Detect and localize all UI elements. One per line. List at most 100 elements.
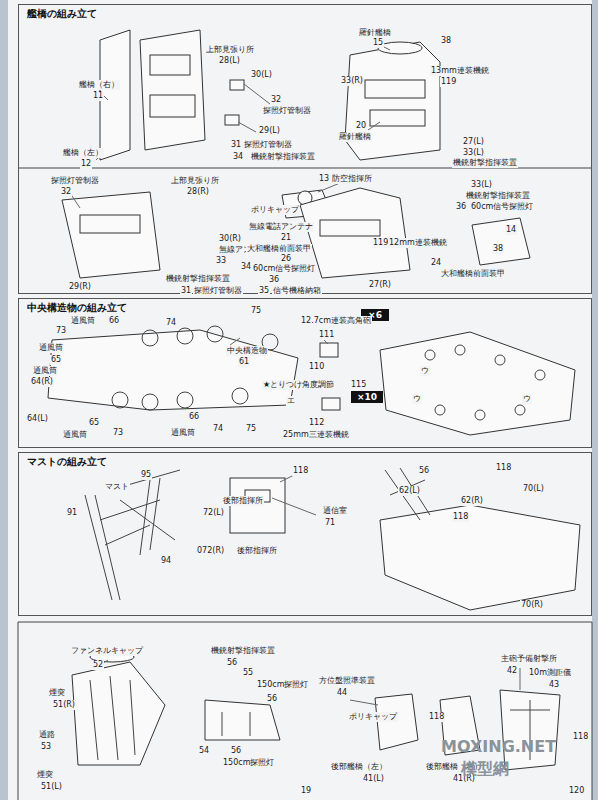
part <box>230 80 244 90</box>
callout-label: 64(R) <box>30 377 54 387</box>
callout-label: 28(R) <box>186 187 210 197</box>
callout-label: 71 <box>324 518 336 528</box>
bridge-deck <box>150 55 190 75</box>
bridge-side-right <box>100 30 130 160</box>
callout-label: 42 <box>506 666 518 676</box>
callout-label: 33(L) <box>462 148 485 158</box>
callout-label: 羅針艦橋 <box>358 28 392 38</box>
vent-caps <box>112 326 545 420</box>
callout-label: 上部見張り所 <box>205 45 255 55</box>
section-heading: マストの組み立て <box>25 455 109 469</box>
callout-label: 150cm探照灯 <box>256 680 309 690</box>
callout-label: 38 <box>440 36 452 46</box>
callout-label: 27(L) <box>462 137 485 147</box>
callout-label: 38 <box>492 244 504 254</box>
callout-label: 探照灯管制器 <box>243 140 293 150</box>
central-structure-assembled <box>380 332 575 435</box>
callout-label: 56 <box>418 466 430 476</box>
callout-label: 大和艦橋前面装甲 <box>246 244 312 254</box>
callout-label: 41(L) <box>362 774 385 784</box>
callout-label: 74 <box>212 424 224 434</box>
callout-label: 74 <box>165 318 177 328</box>
bridge-deck <box>80 215 140 233</box>
callout-label: 方位盤照準装置 <box>318 676 376 686</box>
callout-label: 60cm信号探照灯 <box>470 202 534 212</box>
callout-label: 21 <box>280 233 292 243</box>
callout-label: 73 <box>55 326 67 336</box>
bridge-left <box>62 192 160 278</box>
section-heading: 中央構造物の組み立て <box>25 301 129 315</box>
bridge-assembled <box>300 188 410 278</box>
part <box>225 115 239 125</box>
callout-label: 34 <box>232 152 244 162</box>
callout-label: 111 <box>318 330 335 340</box>
callout-label: 118 <box>572 732 589 742</box>
count-badge: ×10 <box>351 391 383 403</box>
callout-label: 13mm連装機銃 <box>430 66 490 76</box>
callout-label: 95 <box>140 470 152 480</box>
callout-label: 36 <box>268 275 280 285</box>
callout-label: ★とりつけ角度調節 <box>262 380 335 390</box>
callout-label: 無線電話アンテナ <box>248 222 314 232</box>
callout-label: 探照灯管制器 <box>50 176 100 186</box>
callout-label: 30(L) <box>250 70 273 80</box>
callout-label: 後部指揮所 <box>222 496 264 506</box>
callout-label: 19 <box>300 786 312 796</box>
callout-label: ウ <box>412 394 422 404</box>
callout-label: 通風筒 <box>62 430 88 440</box>
callout-label: 30(R) <box>218 234 242 244</box>
callout-label: 73 <box>112 428 124 438</box>
callout-label: 主砲予備射撃所 <box>500 654 558 664</box>
callout-label: 118 <box>428 712 445 722</box>
callout-label: 29(R) <box>68 282 92 292</box>
callout-label: 66 <box>188 412 200 422</box>
callout-label: 12mm連装機銃 <box>388 238 448 248</box>
callout-label: 機銃射撃指揮装置 <box>465 191 531 201</box>
callout-label: 20 <box>355 121 367 131</box>
callout-label: 通風筒 <box>170 428 196 438</box>
callout-label: 33(R) <box>340 76 364 86</box>
callout-label: 上部見張り所 <box>170 176 220 186</box>
funnel <box>72 662 165 765</box>
callout-label: 62(R) <box>460 496 484 506</box>
callout-label: 43 <box>548 680 560 690</box>
callout-label: 14 <box>505 225 517 235</box>
callout-label: 煙突 <box>36 770 54 780</box>
callout-label: 66 <box>108 316 120 326</box>
callout-label: 機銃射撃指揮装置 <box>452 158 518 168</box>
callout-label: 54 <box>198 746 210 756</box>
callout-label: 61 <box>238 357 250 367</box>
callout-label: 艦橋（右） <box>78 80 120 90</box>
callout-label: 10m測距儀 <box>528 668 572 678</box>
callout-label: 25mm三連装機銃 <box>282 430 350 440</box>
callout-label: 118 <box>452 512 469 522</box>
main-gun-director <box>500 690 560 770</box>
callout-label: ポリキャップ <box>348 712 398 722</box>
bridge-assembled <box>345 42 440 160</box>
callout-label: 煙突 <box>48 688 66 698</box>
callout-label: 通風筒 <box>38 343 64 353</box>
callout-label: 119 <box>372 238 389 248</box>
callout-label: 11 <box>92 91 104 101</box>
callout-label: 15 <box>372 38 384 48</box>
callout-label: マスト <box>104 482 130 492</box>
gun-mount <box>320 343 338 357</box>
bridge-core <box>140 30 205 150</box>
searchlight-platform <box>205 700 280 740</box>
callout-label: 56 <box>266 694 278 704</box>
callout-label: 32 <box>270 95 282 105</box>
callout-label: 112 <box>308 418 325 428</box>
front-armor <box>472 218 530 265</box>
watermark: 模型網 <box>460 760 510 778</box>
callout-label: 70(R) <box>520 600 544 610</box>
section-heading: 艦橋の組み立て <box>25 7 99 21</box>
callout-label: 12 <box>80 159 92 169</box>
callout-label: 34 <box>240 262 252 272</box>
callout-label: エ <box>286 396 296 406</box>
callout-label: 56 <box>226 658 238 668</box>
callout-label: ウ <box>522 394 532 404</box>
callout-label: 60cm信号探照灯 <box>252 264 316 274</box>
assembly-panel: マストの組み立て <box>18 452 592 616</box>
callout-label: 中央構造物 <box>226 346 268 356</box>
callout-label: 13 防空指揮所 <box>318 174 373 184</box>
